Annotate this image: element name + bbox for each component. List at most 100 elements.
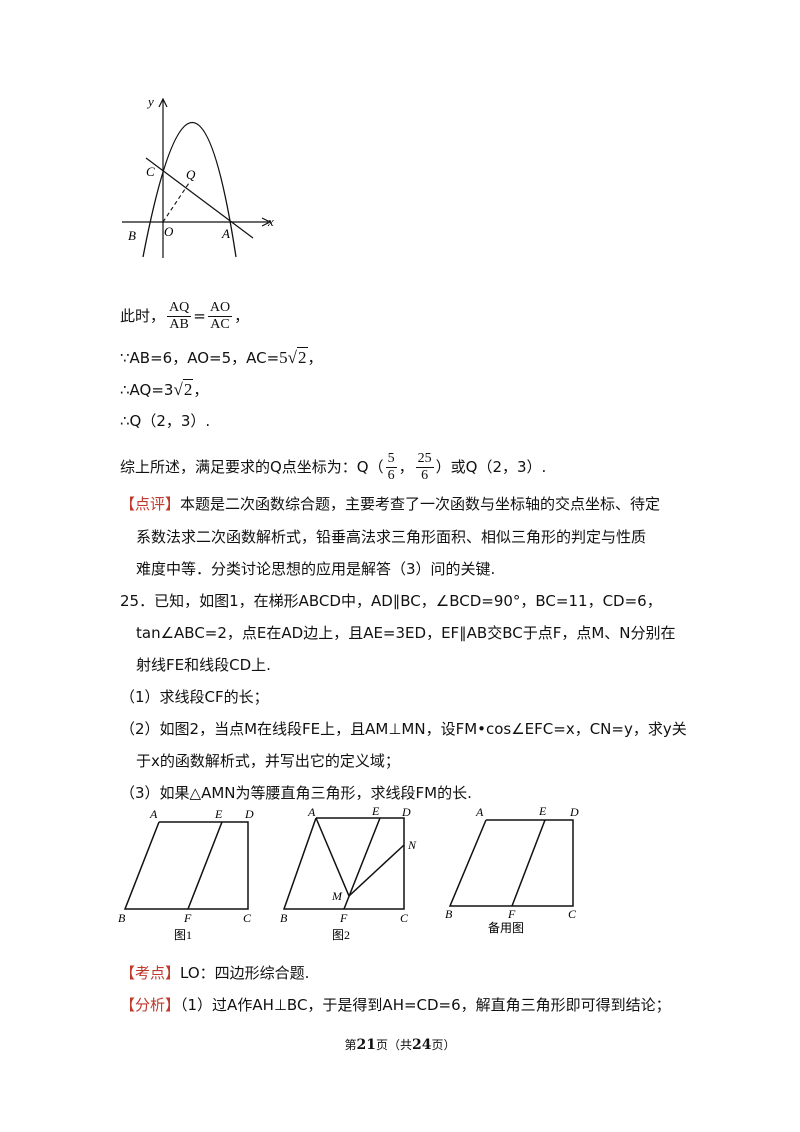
- fig2-caption: 图2: [332, 928, 350, 942]
- problem-25-line-2: tan∠ABC=2，点E在AD边上，且AE=3ED，EF∥AB交BC于点F，点M…: [136, 624, 676, 642]
- comment-tag: 【点评】: [120, 495, 181, 513]
- dashed-oq: [162, 182, 190, 223]
- fig2-segment-am: [315, 817, 350, 897]
- fig1-caption: 图1: [174, 928, 192, 942]
- summary-suffix: ）或Q（2，3）.: [435, 458, 547, 476]
- sqrt-radicand: 2: [297, 347, 308, 367]
- question-3: （3）如果△AMN为等腰直角三角形，求线段FM的长.: [120, 784, 472, 802]
- fig3-label-d: D: [569, 805, 579, 819]
- fig3-trapezoid: [448, 819, 574, 907]
- fig2-label-f: F: [339, 911, 348, 925]
- ratio-prefix: 此时，: [120, 307, 166, 325]
- summary-prefix: 综上所述，满足要求的Q点坐标为：Q（: [120, 458, 384, 476]
- fenxi-tag: 【分析】: [120, 996, 181, 1014]
- footer-mid: 页（共: [375, 1038, 412, 1052]
- comment-line-3: 难度中等．分类讨论思想的应用是解答（3）问的关键.: [136, 560, 496, 578]
- fraction-denominator: 6: [421, 468, 429, 483]
- footer-pre: 第: [344, 1038, 357, 1052]
- line-ca: [145, 157, 254, 239]
- equals-sign: =: [193, 307, 206, 325]
- given-suffix: ，: [307, 349, 323, 367]
- kaodian-line: 【考点】LO：四边形综合题.: [120, 963, 309, 983]
- fig2-trapezoid: [282, 817, 405, 910]
- label-x: x: [267, 214, 274, 229]
- sqrt-expression: 5√2: [279, 347, 308, 367]
- summary-mid: ，: [398, 458, 414, 476]
- footer-total-pages: 24: [412, 1037, 432, 1053]
- fig3-label-c: C: [568, 907, 577, 921]
- question-2-line-2: 于x的函数解析式，并写出它的定义域；: [136, 752, 400, 770]
- label-o: O: [164, 224, 174, 239]
- fig2-label-c: C: [400, 911, 409, 925]
- fig3-label-e: E: [538, 804, 547, 818]
- fig1-label-c: C: [243, 911, 252, 925]
- fig1-label-b: B: [118, 911, 126, 925]
- fig3-label-b: B: [445, 907, 453, 921]
- figure-1: A E D B F C 图1: [118, 807, 254, 942]
- fraction-numerator: AO: [207, 300, 233, 317]
- comment-line-1: 【点评】本题是二次函数综合题，主要考查了一次函数与坐标轴的交点坐标、待定: [120, 494, 660, 514]
- figure-2: A E D N M B F C 图2: [280, 804, 417, 942]
- aq-suffix: ，: [193, 381, 209, 399]
- problem-25-line-1: 25．已知，如图1，在梯形ABCD中，AD∥BC，∠BCD=90°，BC=11，…: [120, 592, 662, 610]
- fig3-caption: 备用图: [488, 921, 524, 935]
- comment-text: 本题是二次函数综合题，主要考查了一次函数与坐标轴的交点坐标、待定: [180, 495, 661, 513]
- given-prefix: ∵AB=6，AO=5，AC=: [120, 349, 280, 367]
- question-2-line-1: （2）如图2，当点M在线段FE上，且AM⊥MN，设FM•cos∠EFC=x，CN…: [120, 720, 687, 738]
- fraction-denominator: AC: [210, 317, 230, 332]
- q-result-line: ∴Q（2，3）.: [120, 412, 211, 430]
- problem-25-line-3: 射线FE和线段CD上.: [136, 656, 271, 674]
- fig1-label-a: A: [149, 807, 158, 821]
- fraction-numerator: 25: [415, 451, 434, 468]
- fig3-label-a: A: [475, 805, 484, 819]
- fig1-label-f: F: [183, 911, 192, 925]
- fraction-denominator: AB: [169, 317, 189, 332]
- fig2-segment-mn: [348, 844, 405, 897]
- footer-page-number: 21: [356, 1037, 376, 1053]
- fig2-label-n: N: [407, 838, 417, 852]
- sqrt-coefficient: 5: [279, 348, 288, 367]
- fig3-label-f: F: [507, 907, 516, 921]
- fig2-label-d: D: [401, 805, 411, 819]
- sqrt-radicand: 2: [182, 379, 194, 399]
- ratio-suffix: ，: [234, 307, 250, 325]
- parabola-graph: y x C Q B O A: [122, 94, 274, 258]
- fig1-label-e: E: [214, 807, 223, 821]
- fraction-numerator: 5: [385, 451, 397, 468]
- fenxi-line: 【分析】（1）过A作AH⊥BC，于是得到AH=CD=6，解直角三角形即可得到结论…: [120, 995, 671, 1015]
- sqrt-expression: √2: [173, 379, 194, 399]
- fig1-trapezoid: [123, 821, 249, 910]
- fig1-label-d: D: [244, 807, 254, 821]
- footer-post: 页）: [431, 1038, 456, 1052]
- fenxi-text: （1）过A作AH⊥BC，于是得到AH=CD=6，解直角三角形即可得到结论；: [180, 996, 671, 1014]
- fig2-label-e: E: [371, 804, 380, 818]
- page-footer: 第21页（共24页）: [0, 1036, 800, 1053]
- fraction-numerator: AQ: [167, 300, 192, 317]
- label-a: A: [221, 226, 230, 241]
- x-axis-arrow: [261, 217, 272, 227]
- fig2-label-a: A: [307, 805, 316, 819]
- fraction-denominator: 6: [387, 468, 395, 483]
- fig3-segment-ef: [511, 819, 546, 907]
- question-1: （1）求线段CF的长；: [120, 688, 269, 706]
- aq-line: ∴AQ=3√2，: [120, 379, 209, 400]
- given-values-line: ∵AB=6，AO=5，AC=5√2，: [120, 347, 323, 368]
- fig2-label-m: M: [331, 889, 343, 903]
- label-b: B: [128, 228, 136, 243]
- trapezoid-figures: A E D B F C 图1 A E D N M B F C 图2 A E D …: [118, 804, 579, 942]
- fig1-segment-ef: [187, 821, 223, 910]
- comment-line-2: 系数法求二次函数解析式，铅垂高法求三角形面积、相似三角形的判定与性质: [136, 528, 647, 546]
- parabola-curve: [142, 121, 237, 258]
- kaodian-text: LO：四边形综合题.: [180, 964, 310, 982]
- label-q: Q: [186, 167, 196, 182]
- figure-3: A E D B F C 备用图: [445, 804, 579, 935]
- kaodian-tag: 【考点】: [120, 964, 181, 982]
- label-y: y: [146, 94, 154, 109]
- label-c: C: [146, 164, 155, 179]
